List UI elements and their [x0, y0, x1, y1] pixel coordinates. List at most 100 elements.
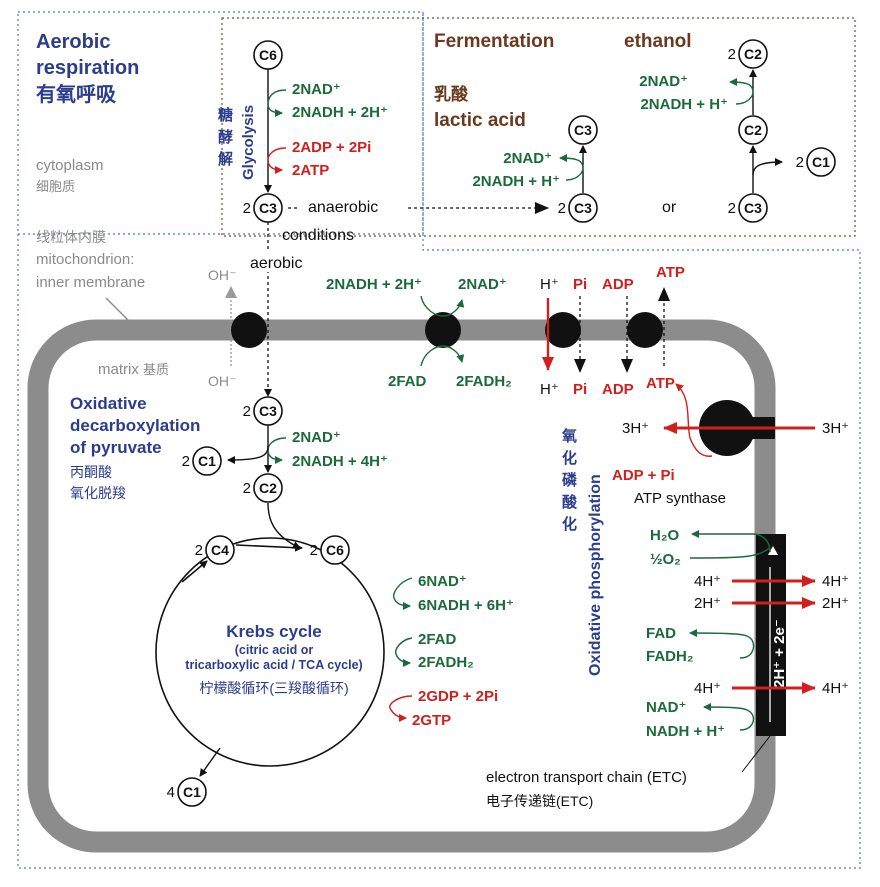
pyruvate-c3-label: C3	[259, 403, 277, 419]
pyruvate-nad: 2NAD⁺	[292, 429, 341, 446]
or-label: or	[662, 199, 677, 216]
etc-label-cn: 电子传递链(ETC)	[486, 793, 593, 809]
ethanol-substrate-label: C3	[744, 200, 762, 216]
krebs-c6-coef: 2	[310, 542, 318, 559]
pyruvate-co2-curve	[227, 445, 269, 464]
glycolysis-c3-label: C3	[259, 200, 277, 216]
c2-fadh2: 2FADH₂	[456, 373, 512, 390]
ethanol-substrate-coef: 2	[728, 200, 736, 217]
glycolysis-nad-curve	[267, 89, 287, 117]
oxphos-cn-3: 磷	[562, 471, 578, 489]
pyruvate-cn-line1: 丙酮酸	[70, 464, 112, 480]
matrix-label: matrix 基质	[98, 361, 169, 378]
krebs-c1-coef: 4	[167, 784, 175, 801]
oxphos-cn-5: 化	[562, 515, 577, 533]
etc-label: electron transport chain (ETC)	[486, 769, 687, 786]
etc-h4-left-b: 4H⁺	[694, 680, 721, 697]
transport-adp-top: ADP	[602, 276, 634, 293]
pyruvate-to-krebs-arrow	[267, 502, 301, 549]
etc-o2: ½O₂	[650, 551, 681, 568]
synthase-h-right: 3H⁺	[822, 420, 849, 437]
oxphos-cn-2: 化	[562, 449, 577, 467]
anaerobic-label: anaerobic	[308, 199, 378, 216]
synthase-h-left: 3H⁺	[622, 420, 649, 437]
krebs-title: Krebs cycle	[226, 622, 321, 641]
c2-nadh: 2NADH + 2H⁺	[326, 276, 422, 293]
etc-pointer	[741, 735, 771, 773]
glycolysis-adp: 2ADP + 2Pi	[292, 139, 371, 156]
transport-atp-top: ATP	[656, 264, 685, 281]
pyruvate-nadh: 2NADH + 4H⁺	[292, 453, 388, 470]
etc-nadh: NADH + H⁺	[646, 723, 725, 740]
krebs-fadh2: 2FADH₂	[418, 654, 474, 671]
etc-h4-right-a: 4H⁺	[822, 573, 849, 590]
lactic-substrate-node	[568, 193, 598, 223]
krebs-sub2: tricarboxylic acid / TCA cycle)	[185, 658, 362, 672]
oh-top: OH⁻	[208, 267, 236, 283]
glycolysis-label: Glycolysis	[240, 105, 257, 180]
membrane-label-cn: 线粒体内膜	[36, 229, 106, 245]
krebs-c4-label: C4	[211, 542, 229, 558]
oxphos-cn-1: 氧	[561, 427, 577, 445]
oh-transporter	[231, 312, 267, 348]
pyruvate-c1-coef: 2	[182, 453, 190, 470]
oh-bottom: OH⁻	[208, 373, 236, 389]
krebs-sub1: (citric acid or	[235, 643, 314, 657]
pyruvate-nad-curve	[267, 437, 287, 464]
krebs-gtp: 2GTP	[412, 712, 451, 729]
etc-fadh2: FADH₂	[646, 648, 694, 665]
krebs-cycle-ring	[155, 537, 385, 767]
krebs-c6-label: C6	[326, 542, 344, 558]
lactic-c3-node	[568, 115, 598, 145]
lactic-nadh: 2NADH + H⁺	[472, 173, 560, 190]
complex-ii	[425, 312, 461, 348]
synthase-atp-curve	[675, 383, 713, 457]
anaerobic-label-bg	[300, 196, 406, 216]
lactic-substrate-coef: 2	[558, 200, 566, 217]
pyruvate-c1-node	[192, 446, 222, 476]
transport-h-bottom: H⁺	[540, 381, 559, 398]
krebs-c4-to-c6	[235, 543, 303, 552]
membrane-label-line2: inner membrane	[36, 274, 145, 291]
ethanol-co2-node	[806, 147, 836, 177]
krebs-fad-curve	[394, 637, 413, 667]
etc-fad-curve	[689, 629, 755, 659]
lactic-title: lactic acid	[434, 110, 526, 131]
ethanol-co2-curve	[752, 158, 783, 176]
aerobic-region-bottom	[17, 12, 861, 869]
krebs-return-arrow	[181, 560, 208, 583]
cytoplasm-label-cn: 细胞质	[36, 179, 75, 194]
glycolysis-c6-label: C6	[259, 47, 277, 63]
glycolysis-cn-2: 酵	[218, 128, 233, 146]
etc-h4-left-a: 4H⁺	[694, 573, 721, 590]
pyruvate-cn-line2: 氧化脱羧	[70, 485, 126, 501]
oxphos-cn-4: 酸	[562, 493, 578, 511]
krebs-co2-arrow	[199, 747, 221, 777]
fermentation-title: Fermentation	[434, 31, 554, 52]
ethanol-intermediate-node	[738, 115, 768, 145]
synthase-adp-pi: ADP + Pi	[612, 467, 675, 484]
lactic-c3-label: C3	[574, 122, 592, 138]
krebs-title-cn: 柠檬酸循环(三羧酸循环)	[199, 680, 348, 696]
membrane-label-line1: mitochondrion:	[36, 251, 134, 268]
krebs-nad: 6NAD⁺	[418, 573, 467, 590]
transport-h-top: H⁺	[540, 276, 559, 293]
pyruvate-c3-coef: 2	[243, 403, 251, 420]
glycolysis-atp-curve	[267, 147, 287, 174]
c2-fad: 2FAD	[388, 373, 427, 390]
adp-atp-translocase	[627, 312, 663, 348]
etc-h2-left: 2H⁺	[694, 595, 721, 612]
etc-fad: FAD	[646, 625, 676, 642]
conditions-label: conditions	[282, 227, 354, 244]
krebs-nad-curve	[392, 577, 413, 610]
aerobic-label-bg	[246, 252, 320, 272]
ethanol-co2-label: C1	[812, 154, 830, 170]
transport-pi-bottom: Pi	[573, 381, 587, 398]
glycolysis-cn-1: 糖	[218, 106, 233, 124]
ethanol-c2-node	[738, 39, 768, 69]
pyruvate-c2-label: C2	[259, 480, 277, 496]
ethanol-co2-coef: 2	[796, 154, 804, 171]
ethanol-c2-label: C2	[744, 46, 762, 62]
